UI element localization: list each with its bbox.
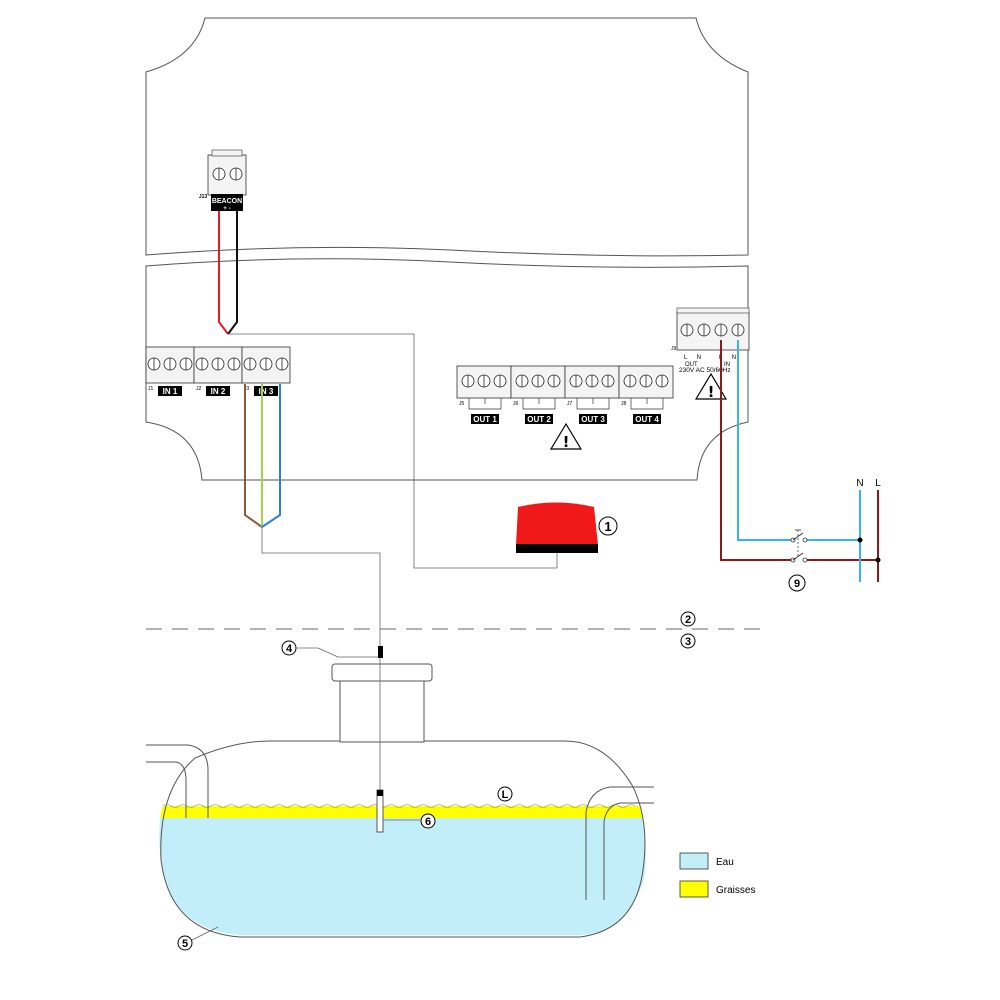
input-terminal: J2 IN 2 bbox=[193, 346, 243, 396]
power-warning-icon: ! bbox=[694, 372, 728, 401]
separator-tank: 6 L 5 bbox=[146, 658, 654, 951]
beacon-terminal-id: J13 bbox=[199, 194, 208, 200]
input-terminal-block: J1 IN 1 J2 IN 2 J3 IN 3 bbox=[145, 346, 291, 396]
cable-gland: 4 bbox=[281, 640, 383, 658]
output-terminal-label: OUT 1 bbox=[473, 415, 497, 424]
power-out-label: OUT bbox=[685, 362, 698, 368]
input-terminal-label: IN 3 bbox=[259, 387, 274, 396]
enclosure-lid bbox=[145, 17, 749, 257]
mains-wiring: N L bbox=[720, 340, 881, 582]
beacon-terminal-polarity: + - bbox=[223, 206, 230, 212]
legend-label: Graisses bbox=[716, 885, 755, 896]
input-terminal-id: J3 bbox=[244, 386, 250, 392]
input-terminal-label: IN 2 bbox=[211, 387, 226, 396]
output-terminal-id: J6 bbox=[513, 401, 519, 407]
input-terminal: J3 IN 3 bbox=[241, 346, 291, 396]
callout-tank: 5 bbox=[182, 938, 188, 950]
svg-text:!: ! bbox=[563, 433, 570, 451]
output-terminal-id: J8 bbox=[621, 401, 627, 407]
legend-swatch bbox=[679, 852, 709, 870]
power-voltage: 230V AC 50/60Hz bbox=[679, 367, 731, 374]
callout-cable-gland: 4 bbox=[286, 643, 293, 655]
callout-switch: 9 bbox=[794, 578, 800, 590]
input-terminal-id: J1 bbox=[148, 386, 154, 392]
supply-n-label: N bbox=[856, 478, 863, 489]
supply-l-label: L bbox=[875, 478, 881, 489]
grease-layer bbox=[160, 806, 643, 818]
input-terminal-label: IN 1 bbox=[163, 387, 178, 396]
power-in-label: IN bbox=[724, 362, 730, 368]
callout-beacon: 1 bbox=[604, 519, 611, 534]
zone-separator: 2 3 bbox=[146, 611, 760, 649]
callout-probe: 6 bbox=[425, 816, 431, 828]
power-in-terminals: L N bbox=[719, 355, 736, 361]
legend-swatch bbox=[679, 880, 709, 898]
output-terminal-label: OUT 2 bbox=[527, 415, 551, 424]
power-out-terminals: L N bbox=[684, 355, 701, 361]
sensor-cable bbox=[244, 384, 381, 650]
power-terminal-id: J9 bbox=[671, 346, 677, 352]
output-terminal-id: J7 bbox=[567, 401, 573, 407]
beacon-terminal-label: BEACON bbox=[212, 198, 242, 205]
callout-level: L bbox=[502, 789, 509, 801]
legend-label: Eau bbox=[716, 857, 734, 868]
mains-switch: 9 bbox=[788, 529, 808, 592]
beacon-light: 1 bbox=[516, 502, 618, 553]
callout-zone-upper: 2 bbox=[685, 614, 691, 626]
input-terminal: J1 IN 1 bbox=[145, 346, 195, 396]
output-terminal-label: OUT 4 bbox=[635, 415, 659, 424]
outputs-warning-icon: ! bbox=[549, 422, 583, 451]
beacon-cable bbox=[218, 211, 558, 569]
input-terminal-id: J2 bbox=[196, 386, 202, 392]
power-terminal: J9 L N L N OUT IN 230V AC 50/60Hz bbox=[671, 307, 750, 374]
svg-text:!: ! bbox=[708, 383, 715, 401]
output-terminal-id: J5 bbox=[459, 401, 465, 407]
output-terminal-label: OUT 3 bbox=[581, 415, 605, 424]
enclosure-base bbox=[145, 258, 749, 481]
callout-zone-lower: 3 bbox=[685, 636, 691, 648]
beacon-terminal: BEACON + - J13 bbox=[199, 149, 247, 212]
water-layer bbox=[159, 818, 646, 935]
